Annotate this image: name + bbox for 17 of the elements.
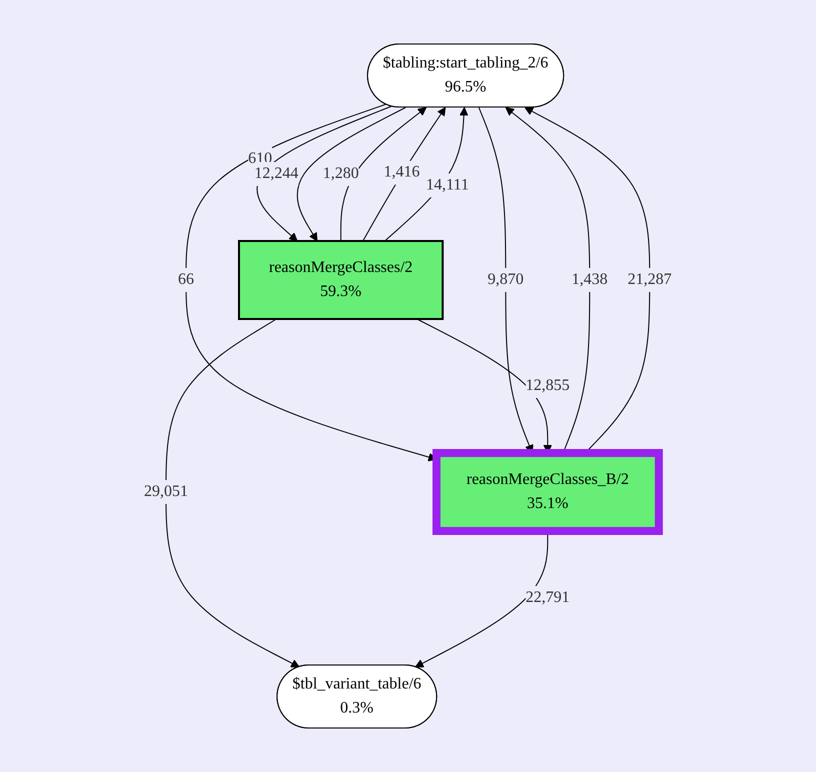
arrow	[166, 318, 300, 668]
edge-label: 14,111	[426, 176, 469, 194]
arrow	[340, 107, 427, 242]
arrow	[362, 107, 446, 242]
edge-label: 1,280	[322, 165, 359, 182]
edge-label: 1,438	[572, 271, 608, 288]
edge-label: 1,416	[384, 164, 420, 181]
node-box: reasonMergeClasses_B/2 35.1%	[432, 449, 663, 535]
edge-label: 12,855	[526, 377, 570, 394]
edge-label: 66	[178, 271, 194, 288]
edge-label: 22,791	[526, 589, 570, 606]
node-box: reasonMergeClasses/2 59.3%	[238, 240, 444, 320]
edge-label: 21,287	[628, 271, 672, 288]
edge-label: 29,051	[144, 483, 188, 500]
arrow	[297, 107, 406, 242]
edge-label: 9,870	[488, 271, 524, 288]
edge-label: 12,244	[254, 165, 299, 182]
